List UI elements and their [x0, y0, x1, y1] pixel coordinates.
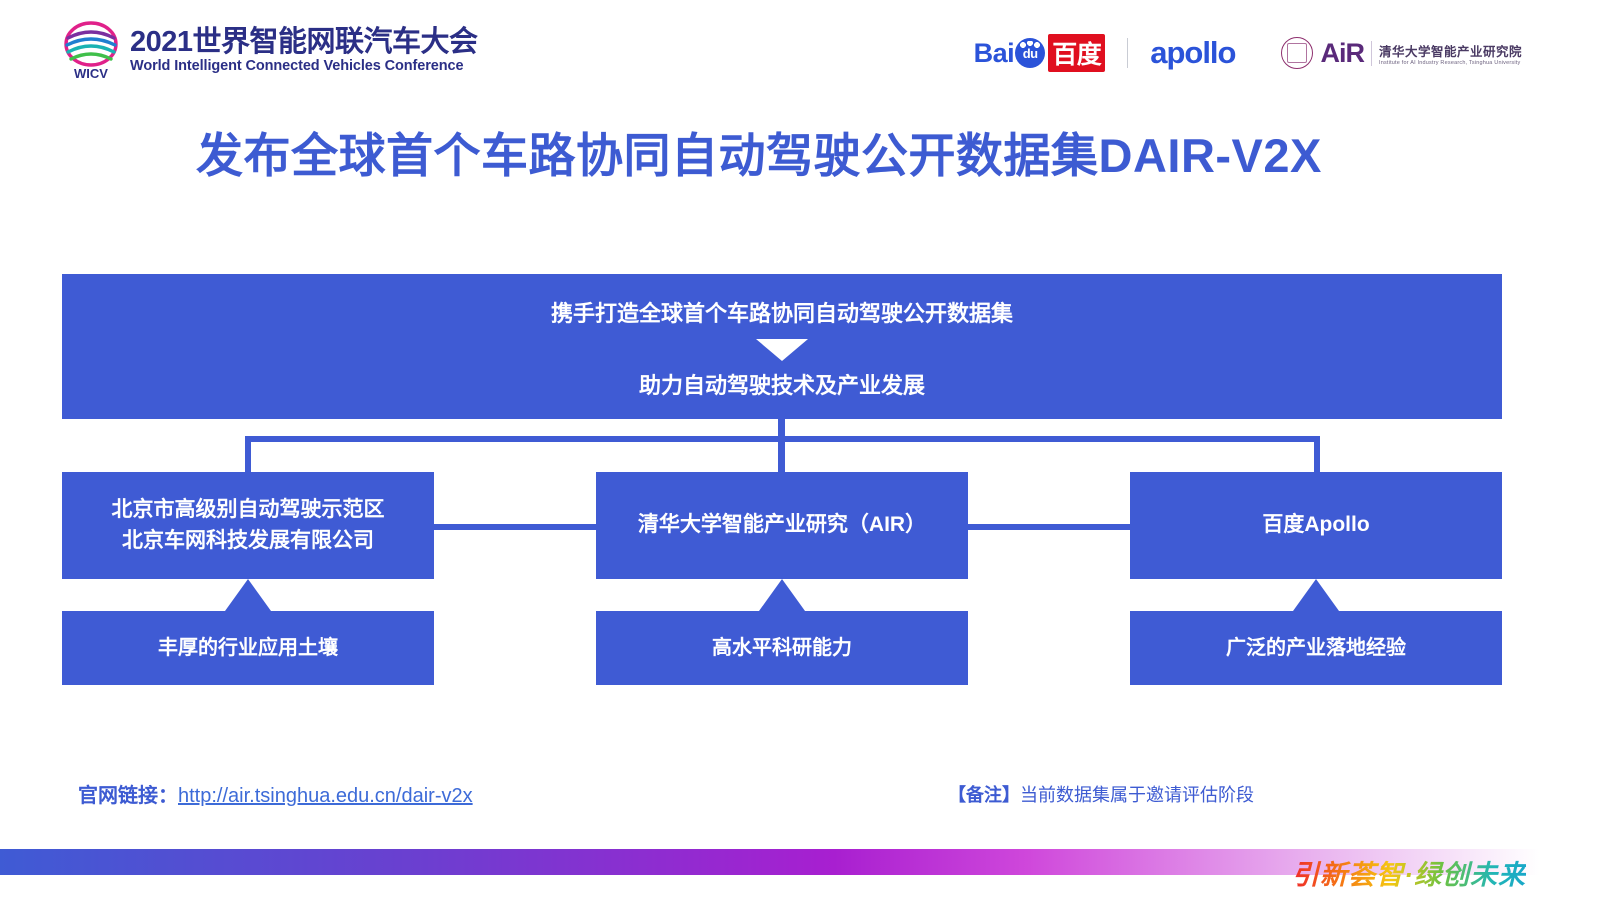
- connector-banner-stem: [778, 419, 785, 529]
- remark-line: 【备注】当前数据集属于邀请评估阶段: [948, 781, 1254, 807]
- baidu-cn: 百度: [1048, 34, 1106, 72]
- wicv-conference-logo: WICV 2021世界智能网联汽车大会 World Intelligent Co…: [62, 20, 478, 82]
- connector-partner-2-to-3: [968, 524, 1130, 530]
- remark-tag: 【备注】: [948, 785, 1020, 805]
- strength-box-1-label: 丰厚的行业应用土壤: [158, 636, 338, 659]
- partner-logo-bar: Bai du 百度 apollo AiR 清华大学智能产业研究院 Institu…: [974, 34, 1522, 72]
- partner-box-apollo: 百度Apollo: [1130, 472, 1502, 579]
- partner-box-apollo-label: 百度Apollo: [1262, 513, 1370, 537]
- down-triangle-icon: [756, 338, 808, 361]
- apollo-logo: apollo: [1150, 35, 1236, 70]
- logo-divider: [1127, 38, 1129, 68]
- up-triangle-icon-3: [1293, 579, 1339, 611]
- svg-text:WICV: WICV: [74, 66, 108, 81]
- strength-box-2-label: 高水平科研能力: [712, 636, 852, 659]
- wicv-wave-icon: WICV: [62, 20, 120, 82]
- banner-line-1: 携手打造全球首个车路协同自动驾驶公开数据集: [550, 300, 1013, 326]
- bottom-gradient-bar: [0, 849, 1604, 875]
- conference-slogan: 引新荟智·绿创未来: [1292, 853, 1526, 892]
- partner-box-beijing: 北京市高级别自动驾驶示范区 北京车网科技发展有限公司: [62, 472, 434, 579]
- diagram-banner: 携手打造全球首个车路协同自动驾驶公开数据集 助力自动驾驶技术及产业发展: [62, 274, 1502, 419]
- partner-box-air: 清华大学智能产业研究（AIR）: [596, 472, 968, 579]
- baidu-paw-text: du: [1022, 45, 1038, 61]
- connector-bracket-left-drop: [245, 436, 251, 473]
- strength-box-3: 广泛的产业落地经验: [1130, 611, 1502, 685]
- partner-box-beijing-line-1: 北京市高级别自动驾驶示范区: [111, 498, 385, 522]
- up-triangle-icon-1: [225, 579, 271, 611]
- up-triangle-icon-2: [759, 579, 805, 611]
- official-site-url[interactable]: http://air.tsinghua.edu.cn/dair-v2x: [178, 785, 473, 807]
- partner-box-air-label: 清华大学智能产业研究（AIR）: [637, 513, 927, 537]
- air-logo: AiR 清华大学智能产业研究院 Institute for AI Industr…: [1281, 37, 1522, 69]
- banner-line-2: 助力自动驾驶技术及产业发展: [638, 372, 925, 398]
- remark-body: 当前数据集属于邀请评估阶段: [1020, 785, 1254, 805]
- connector-bracket-horizontal: [245, 436, 1320, 442]
- official-site-line: 官网链接：http://air.tsinghua.edu.cn/dair-v2x: [78, 779, 473, 808]
- air-name-en: Institute for AI Industry Research, Tsin…: [1378, 59, 1521, 66]
- official-site-label: 官网链接：: [78, 785, 178, 807]
- baidu-latin: Bai: [973, 37, 1015, 68]
- connector-partner-1-to-2: [434, 524, 596, 530]
- baidu-logo: Bai du 百度: [974, 34, 1106, 72]
- slide-header: WICV 2021世界智能网联汽车大会 World Intelligent Co…: [0, 0, 1604, 100]
- wicv-title-cn: 2021世界智能网联汽车大会: [130, 26, 478, 58]
- strength-box-3-label: 广泛的产业落地经验: [1226, 636, 1406, 659]
- air-wordmark: AiR: [1320, 37, 1364, 68]
- connector-bracket-right-drop: [1314, 436, 1320, 473]
- air-name-cn: 清华大学智能产业研究院: [1378, 44, 1522, 59]
- strength-box-1: 丰厚的行业应用土壤: [62, 611, 434, 685]
- baidu-paw-icon: du: [1015, 38, 1046, 68]
- tsinghua-seal-icon: [1281, 37, 1314, 69]
- partner-box-beijing-line-2: 北京车网科技发展有限公司: [122, 528, 374, 552]
- strength-box-2: 高水平科研能力: [596, 611, 968, 685]
- wicv-title-en: World Intelligent Connected Vehicles Con…: [130, 58, 464, 75]
- page-title: 发布全球首个车路协同自动驾驶公开数据集DAIR-V2X: [196, 129, 1322, 182]
